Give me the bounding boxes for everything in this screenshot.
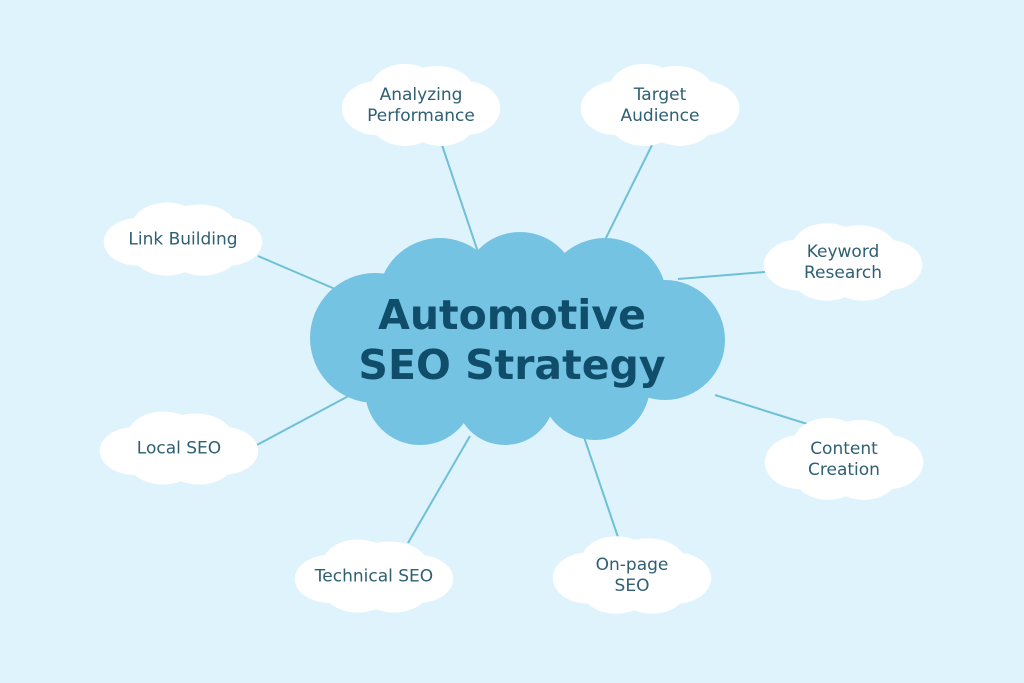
- connector-analyzing-performance: [441, 144, 481, 259]
- connector-local-seo: [254, 391, 357, 447]
- cloud-link-building: [103, 202, 263, 276]
- cloud-local-seo: [99, 411, 259, 485]
- central-topic-line-2: SEO Strategy: [358, 341, 666, 389]
- cloud-technical-seo: [294, 539, 454, 613]
- connector-group: [254, 144, 821, 544]
- cloud-on-page-seo: [552, 536, 712, 614]
- connector-content-creation: [714, 394, 821, 429]
- central-cloud-shape: [310, 232, 725, 445]
- cloud-analyzing-performance: [341, 63, 501, 146]
- node-content-creation: Content Creation: [808, 439, 880, 480]
- connector-target-audience: [599, 144, 653, 251]
- cloud-group: [99, 63, 924, 614]
- node-link-building: Link Building: [128, 229, 238, 250]
- node-keyword-research: Keyword Research: [804, 242, 882, 283]
- node-local-seo: Local SEO: [136, 438, 222, 459]
- connector-technical-seo: [407, 435, 471, 544]
- central-topic: Automotive SEO Strategy: [358, 290, 665, 390]
- node-on-page-seo: On-page SEO: [595, 555, 669, 596]
- cloud-keyword-research: [763, 223, 923, 301]
- node-analyzing-performance: Analyzing Performance: [367, 85, 475, 126]
- cloud-target-audience: [580, 63, 740, 146]
- cloud-content-creation: [764, 417, 924, 500]
- connector-keyword-research: [677, 271, 766, 280]
- connector-on-page-seo: [583, 436, 621, 544]
- node-target-audience: Target Audience: [620, 85, 700, 126]
- central-topic-line-1: Automotive: [378, 291, 646, 339]
- node-technical-seo: Technical SEO: [314, 566, 434, 587]
